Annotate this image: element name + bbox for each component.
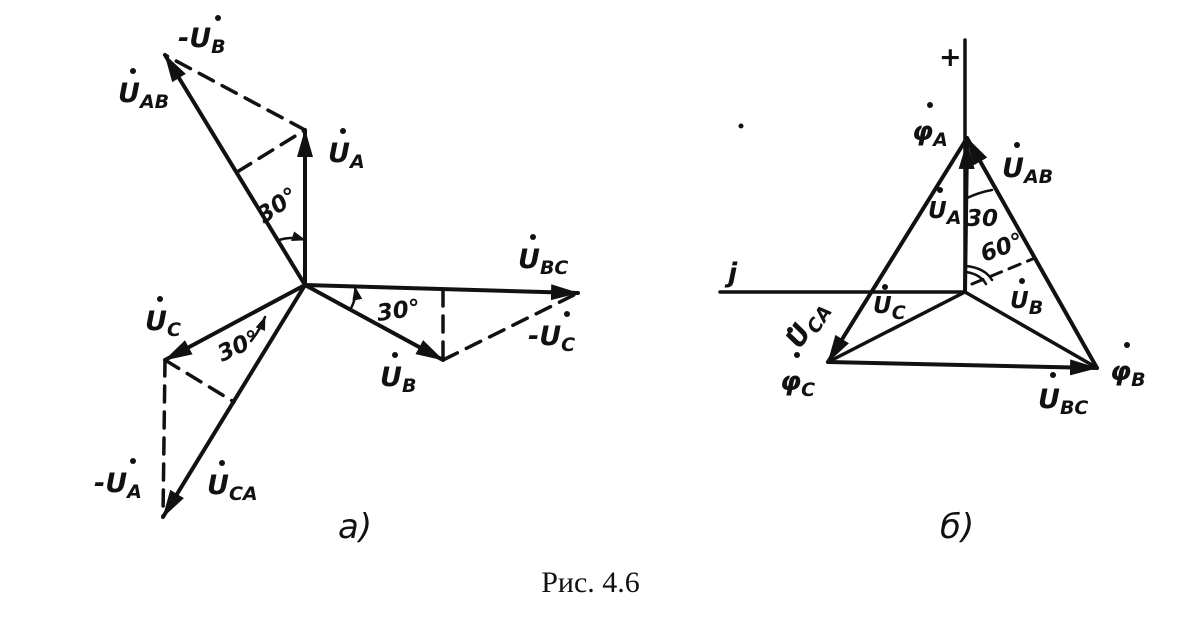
- a-dot-mua: [130, 458, 136, 464]
- a-label-ub: UB: [380, 362, 416, 397]
- b-angle-arc-60b: [964, 270, 988, 286]
- b-angle-label-30: 30: [966, 206, 998, 232]
- b-uc-vector: [830, 290, 967, 362]
- a-label-ubc: UBC: [518, 244, 568, 279]
- b-angle-label-60: 60°: [977, 228, 1027, 267]
- b-dot-uca: [787, 327, 793, 333]
- b-dot-uc: [882, 284, 888, 290]
- diagram-a: [161, 53, 580, 519]
- b-panel-label: б): [940, 507, 974, 547]
- a-label-ua: UA: [328, 138, 365, 173]
- b-label-ub: UB: [1010, 288, 1043, 319]
- a-label-minus-uc: -UC: [528, 321, 575, 356]
- a-panel-label: а): [338, 507, 372, 547]
- a-angle-arc-ab: [277, 231, 307, 242]
- b-dot-uab: [1014, 142, 1020, 148]
- b-dot-ub: [1019, 278, 1025, 284]
- b-label-phia: φA: [912, 116, 948, 151]
- figure-caption: Рис. 4.6: [541, 566, 640, 599]
- a-perp-ab: [235, 128, 307, 174]
- b-ub-vector: [963, 290, 1094, 367]
- a-dot-muc: [564, 311, 570, 317]
- b-angle-arc-60: [964, 264, 994, 282]
- a-ubc-vector: [303, 283, 580, 301]
- a-label-uc: UC: [145, 306, 181, 341]
- a-dot-ubc: [530, 234, 536, 240]
- a-dot-uc: [157, 296, 163, 302]
- a-minus-ub-dashed: [163, 53, 307, 132]
- a-label-uab: UAB: [118, 78, 169, 113]
- b-dot-phib: [1124, 342, 1130, 348]
- b-label-ubc: UBC: [1038, 384, 1088, 419]
- a-perp-ca: [163, 358, 236, 404]
- b-ubc-side: [826, 359, 1099, 376]
- a-angle-label-2: 30°: [375, 295, 422, 327]
- a-angle-arc-ca: [249, 315, 267, 343]
- a-label-minus-ua: -UA: [94, 468, 142, 503]
- a-dot-mub: [215, 15, 221, 21]
- b-dot-ua: [937, 187, 943, 193]
- a-dot-ub: [392, 352, 398, 358]
- b-label-ua: UA: [928, 198, 961, 229]
- b-label-uc: UC: [873, 293, 906, 324]
- a-minus-ua-dashed: [161, 358, 167, 519]
- b-uab-side: [965, 136, 1099, 370]
- a-dot-ua: [340, 128, 346, 134]
- a-ub-vector: [303, 283, 445, 362]
- b-dot-phic: [794, 352, 800, 358]
- b-uca-side: [826, 136, 969, 364]
- b-dot-ubc: [1050, 372, 1056, 378]
- b-stray-dot: [738, 123, 744, 129]
- a-uab-vector: [163, 53, 307, 287]
- a-dot-uab: [130, 68, 136, 74]
- b-dot-phia: [927, 102, 933, 108]
- diagram-a-labels: -UB UAB UA UBC -UC UB UC -UA UCA 30° 30°…: [94, 15, 575, 547]
- a-label-minus-ub: -UB: [178, 23, 226, 58]
- a-label-uca: UCA: [207, 470, 258, 505]
- diagram-b-labels: + j φA UAB UA UC UB UCA φC φB UBC 30 60°…: [724, 42, 1146, 547]
- b-axis-j: j: [724, 258, 738, 289]
- a-angle-label-1: 30°: [253, 183, 304, 229]
- b-label-phib: φB: [1110, 356, 1146, 391]
- diagram-b: [718, 38, 1099, 376]
- b-label-uab: UAB: [1002, 153, 1053, 188]
- a-minus-uc-dashed: [441, 291, 580, 362]
- b-label-uca: UCA: [780, 294, 837, 355]
- a-uc-vector: [163, 283, 307, 362]
- a-angle-arc-bc: [348, 285, 363, 312]
- b-label-phic: φC: [780, 366, 815, 401]
- b-axis-plus: +: [939, 42, 962, 73]
- a-dot-uca: [219, 460, 225, 466]
- b-angle-arc-30: [965, 188, 994, 200]
